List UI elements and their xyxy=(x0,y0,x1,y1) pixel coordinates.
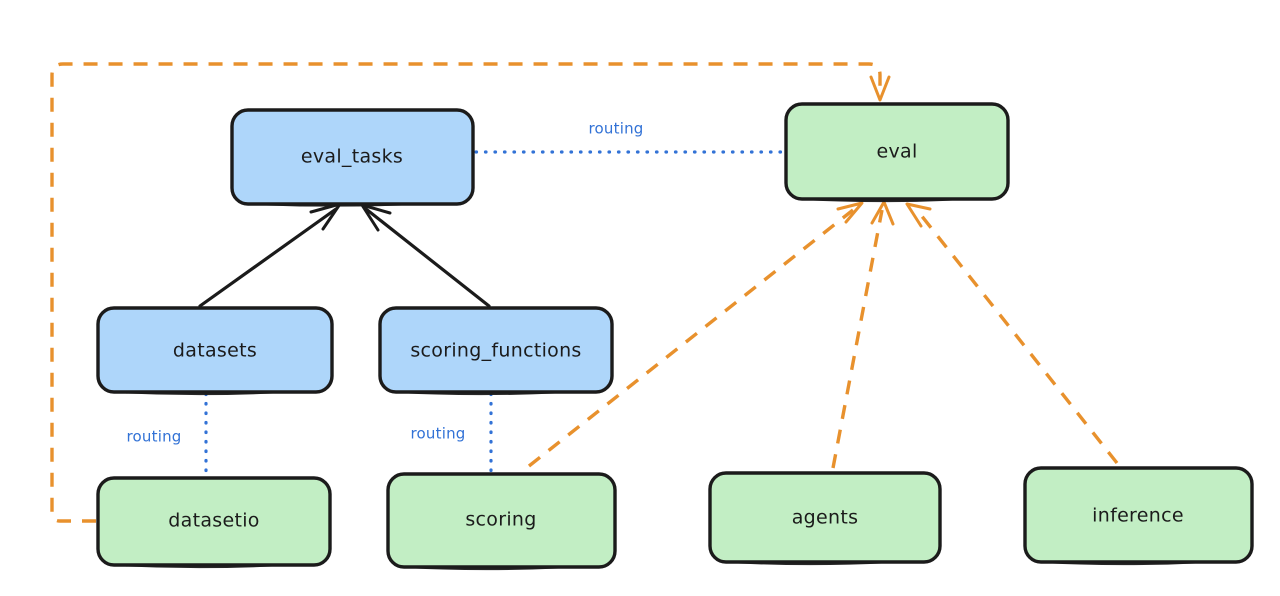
node-scoring-label: scoring xyxy=(465,509,536,531)
node-scoring[interactable]: scoring xyxy=(386,472,617,571)
edge-inference-to-eval xyxy=(905,202,1119,465)
nodes: eval_tasks eval datasets scoring_functio… xyxy=(96,102,1254,571)
node-eval-tasks-label: eval_tasks xyxy=(301,146,403,168)
edge-datasetio-to-eval xyxy=(50,62,891,523)
routing-edges xyxy=(204,150,786,479)
node-scoring-functions[interactable]: scoring_functions xyxy=(378,306,614,396)
node-datasetio[interactable]: datasetio xyxy=(96,476,332,569)
node-eval-label: eval xyxy=(876,141,917,163)
edge-agents-to-eval xyxy=(831,200,895,469)
hierarchy-edges xyxy=(198,202,491,308)
node-eval[interactable]: eval xyxy=(784,102,1010,203)
edge-label-routing-scoring-functions: routing xyxy=(411,425,466,443)
node-scoring-functions-label: scoring_functions xyxy=(410,340,581,362)
node-datasets[interactable]: datasets xyxy=(96,306,334,396)
node-agents[interactable]: agents xyxy=(708,471,942,566)
edge-scoring-to-eval xyxy=(527,201,864,468)
node-eval-tasks[interactable]: eval_tasks xyxy=(230,108,475,207)
node-datasets-label: datasets xyxy=(173,340,257,362)
node-datasetio-label: datasetio xyxy=(168,510,259,532)
edge-label-routing-datasets: routing xyxy=(127,428,182,446)
node-agents-label: agents xyxy=(792,507,859,529)
node-inference[interactable]: inference xyxy=(1023,466,1254,566)
edge-datasets-to-eval-tasks xyxy=(198,202,342,308)
edge-scoring-functions-to-eval-tasks xyxy=(360,203,491,308)
edge-label-group: routing routing routing xyxy=(127,120,644,446)
edge-label-routing-top: routing xyxy=(589,120,644,138)
node-inference-label: inference xyxy=(1092,505,1184,527)
